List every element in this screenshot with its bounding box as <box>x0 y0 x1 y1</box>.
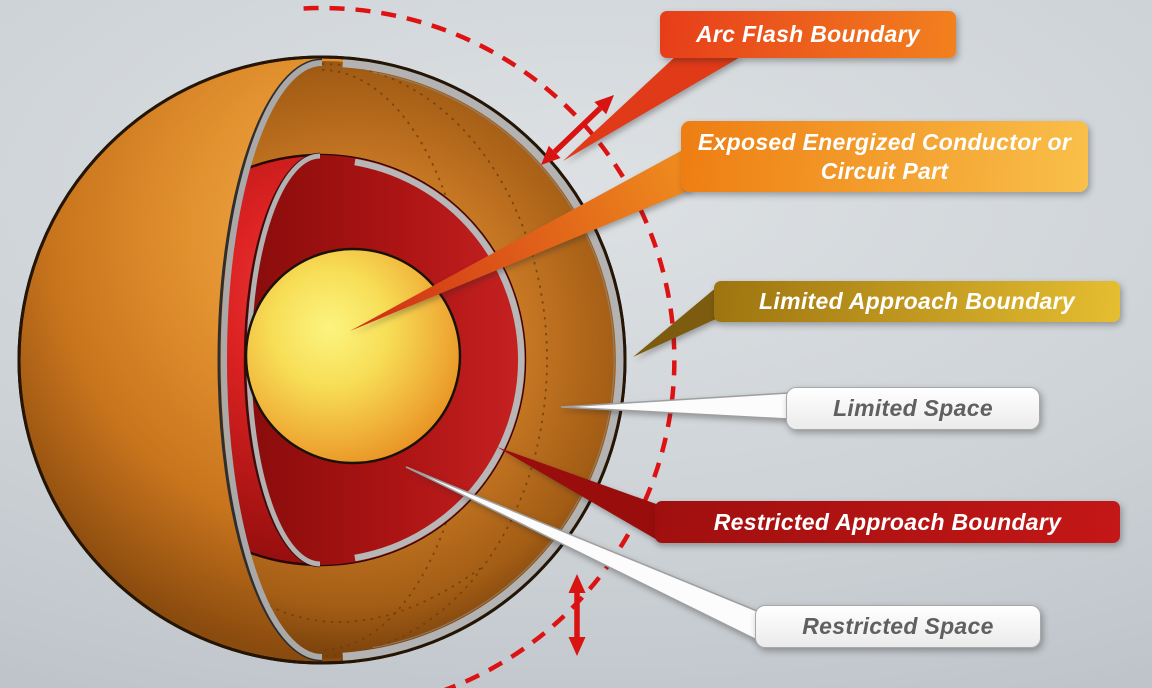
label-limited-space: Limited Space <box>786 387 1040 430</box>
dotted-meridian-2 <box>321 63 548 657</box>
boundary-crossing-arrow-bottom <box>568 574 586 656</box>
outer-shell-cut-edge-dark <box>217 58 323 662</box>
label-restricted-space: Restricted Space <box>755 605 1041 648</box>
callout-tail-exposed-conductor <box>350 146 690 331</box>
callout-tail-arc-flash <box>563 56 742 161</box>
label-restricted-approach-boundary: Restricted Approach Boundary <box>655 501 1120 543</box>
red-shell-cut-rim <box>354 158 525 562</box>
label-restricted-approach-text: Restricted Approach Boundary <box>713 508 1062 535</box>
label-restricted-space-text: Restricted Space <box>802 613 994 640</box>
energized-core <box>244 247 462 465</box>
outer-shell-cut-rim <box>342 58 625 662</box>
label-limited-approach-text: Limited Approach Boundary <box>759 288 1075 315</box>
label-exposed-energized-conductor: Exposed Energized Conductor or Circuit P… <box>681 121 1088 192</box>
label-exposed-line1: Exposed Energized Conductor or <box>697 129 1072 156</box>
callout-tail-limited-approach <box>633 286 718 357</box>
label-limited-space-text: Limited Space <box>833 395 993 422</box>
arc-flash-boundary-dashed-ring <box>303 5 677 688</box>
outer-sphere-outline <box>17 55 627 665</box>
label-exposed-line2: Circuit Part <box>820 157 949 184</box>
outer-shell-cut-rim-inner-line <box>372 71 615 649</box>
callout-tail-restricted-approach <box>497 447 659 541</box>
label-arc-flash-boundary-text: Arc Flash Boundary <box>696 21 920 48</box>
label-arc-flash-boundary: Arc Flash Boundary <box>660 11 956 58</box>
outer-shell-cut-edge-gray <box>221 60 323 660</box>
boundary-crossing-arrow-top <box>541 95 614 165</box>
label-limited-approach-boundary: Limited Approach Boundary <box>714 281 1120 322</box>
